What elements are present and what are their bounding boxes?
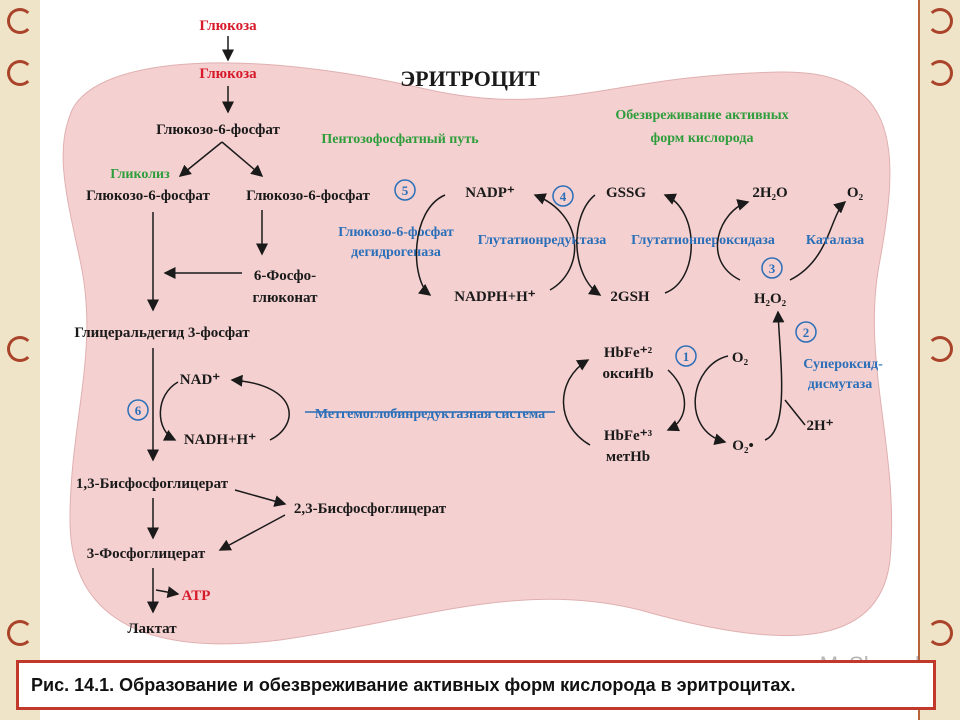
arrow-catalase bbox=[789, 201, 847, 281]
hb-fe3-label: HbFe⁺³ bbox=[604, 428, 653, 444]
glutathione-reductase-label: Глутатионредуктаза bbox=[478, 233, 607, 248]
right-ornament-border bbox=[918, 0, 960, 720]
nadp-label: NADP⁺ bbox=[465, 185, 515, 201]
step-2-marker bbox=[795, 321, 817, 343]
g6p-right-label: Глюкозо-6-фосфат bbox=[246, 188, 370, 204]
glutathione-peroxidase-label: Глутатионпероксидаза bbox=[631, 233, 775, 248]
arrow-to-pentose bbox=[221, 141, 264, 177]
oxyhb-label: оксиHb bbox=[602, 366, 653, 382]
figure-caption: Рис. 14.1. Образование и обезвреживание … bbox=[16, 660, 936, 710]
scroll-ornament bbox=[927, 620, 953, 646]
g6pdh-label-1: Глюкозо-6-фосфат bbox=[338, 225, 454, 240]
arrow-oxyhb-to-methb bbox=[666, 369, 686, 432]
cell-title: ЭРИТРОЦИТ bbox=[400, 66, 540, 91]
line-protons bbox=[784, 399, 806, 426]
arrow-gssg-to-gsh bbox=[576, 194, 602, 296]
arrow-nadh-oxidation bbox=[230, 374, 290, 441]
arrow-atp bbox=[155, 586, 180, 599]
step-5-number: 5 bbox=[402, 183, 409, 198]
arrow-superoxide-to-peroxide bbox=[764, 310, 785, 441]
detox-label-2: форм кислорода bbox=[651, 131, 754, 146]
bpg23-label: 2,3-Бисфосфоглицерат bbox=[294, 501, 447, 517]
scroll-ornament bbox=[927, 336, 953, 362]
arrow-o2-to-superoxide bbox=[694, 355, 729, 446]
glucose-outside-label: Глюкоза bbox=[199, 18, 257, 34]
g6pdh-label-2: дегидрогеназа bbox=[351, 245, 441, 260]
scroll-ornament bbox=[927, 8, 953, 34]
scroll-ornament bbox=[7, 8, 33, 34]
step-2-number: 2 bbox=[803, 325, 810, 340]
diagram-canvas: ЭРИТРОЦИТ Глюкоза Глюкоза Глюкозо-6-фосф… bbox=[40, 0, 918, 720]
water-label: 2H₂O bbox=[752, 185, 787, 201]
pentose-pathway-label: Пентозофосфатный путь bbox=[321, 132, 479, 147]
gsh-label: 2GSH bbox=[610, 289, 650, 305]
methb-reductase-label: Метгемоглобинредуктазная система bbox=[315, 407, 545, 422]
step-4-marker bbox=[552, 185, 574, 207]
step-5-marker bbox=[394, 179, 416, 201]
o2-catalase-label: O₂ bbox=[847, 185, 864, 201]
sod-label-1: Супероксид- bbox=[803, 357, 883, 372]
gssg-label: GSSG bbox=[606, 185, 646, 201]
arrow-peroxide-to-water bbox=[716, 199, 750, 281]
arrow-bpg-mutase bbox=[234, 489, 287, 507]
atp-label: ATP bbox=[182, 588, 211, 604]
pg3-label: 3-Фосфоглицерат bbox=[87, 546, 206, 562]
step-6-marker bbox=[127, 399, 149, 421]
step-3-marker bbox=[761, 257, 783, 279]
left-ornament-border bbox=[0, 0, 42, 720]
step-1-marker bbox=[675, 345, 697, 367]
erythrocyte-cell bbox=[62, 62, 893, 645]
scroll-ornament bbox=[7, 60, 33, 86]
phosphogluconate-label-1: 6-Фосфо- bbox=[254, 268, 316, 284]
scroll-ornament bbox=[7, 336, 33, 362]
arrow-to-glycolysis bbox=[178, 141, 223, 177]
glycolysis-label: Гликолиз bbox=[110, 167, 170, 182]
o2-hb-label: O₂ bbox=[732, 350, 749, 366]
step-3-number: 3 bbox=[769, 261, 776, 276]
arrow-gsh-to-gssg bbox=[663, 193, 692, 294]
g6p-left-label: Глюкозо-6-фосфат bbox=[86, 188, 210, 204]
arrow-methb-reduction bbox=[562, 359, 591, 446]
catalase-label: Каталаза bbox=[806, 233, 864, 248]
glucose-inside-label: Глюкоза bbox=[199, 66, 257, 82]
detox-label-1: Обезвреживание активных bbox=[615, 108, 788, 123]
arrow-nadph-oxidation bbox=[533, 193, 576, 291]
hb-fe2-label: HbFe⁺² bbox=[604, 345, 653, 361]
nadh-label: NADH+H⁺ bbox=[184, 432, 256, 448]
g6p-main-label: Глюкозо-6-фосфат bbox=[156, 122, 280, 138]
h2o2-label: H₂O₂ bbox=[754, 291, 787, 307]
step-1-number: 1 bbox=[683, 349, 690, 364]
lactate-label: Лактат bbox=[127, 621, 177, 637]
step-4-number: 4 bbox=[560, 189, 567, 204]
arrow-nad-reduction bbox=[159, 381, 179, 441]
scroll-ornament bbox=[927, 60, 953, 86]
superoxide-label: O₂• bbox=[732, 438, 753, 454]
gap-label: Глицеральдегид 3-фосфат bbox=[74, 325, 250, 341]
erythrocyte-diagram: ЭРИТРОЦИТ Глюкоза Глюкоза Глюкозо-6-фосф… bbox=[62, 18, 893, 645]
nadph-label: NADPH+H⁺ bbox=[454, 289, 536, 305]
nad-label: NAD⁺ bbox=[180, 372, 220, 388]
bpg13-label: 1,3-Бисфосфоглицерат bbox=[76, 476, 229, 492]
scroll-ornament bbox=[7, 620, 33, 646]
sod-label-2: дисмутаза bbox=[808, 377, 873, 392]
arrow-bpg-phosphatase bbox=[218, 514, 286, 551]
step-6-number: 6 bbox=[135, 403, 142, 418]
h-plus-label: 2H⁺ bbox=[806, 418, 833, 434]
arrow-nadp-reduction bbox=[415, 194, 446, 296]
phosphogluconate-label-2: глюконат bbox=[253, 290, 319, 306]
methb-label: метHb bbox=[606, 449, 650, 465]
